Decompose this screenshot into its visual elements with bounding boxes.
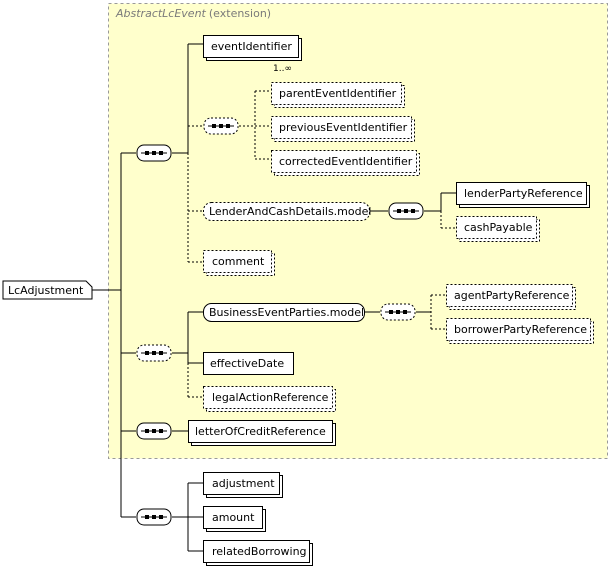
svg-text:lenderPartyReference: lenderPartyReference xyxy=(464,187,583,200)
choice-compositor-parties[interactable] xyxy=(380,303,416,321)
element-parent-event-identifier[interactable]: parentEventIdentifier xyxy=(271,82,405,108)
element-legal-action-reference[interactable]: legalActionReference xyxy=(203,386,336,412)
sequence-compositor-2[interactable] xyxy=(136,344,172,362)
element-effective-date[interactable]: effectiveDate xyxy=(203,352,294,375)
element-cash-payable[interactable]: cashPayable xyxy=(456,216,540,242)
choice-compositor[interactable] xyxy=(203,117,239,135)
svg-text:adjustment: adjustment xyxy=(212,477,275,490)
element-event-identifier[interactable]: eventIdentifier 1..∞ xyxy=(203,35,302,75)
svg-text:parentEventIdentifier: parentEventIdentifier xyxy=(279,87,397,100)
group-business-event-parties[interactable]: BusinessEventParties.model xyxy=(203,303,365,322)
element-amount[interactable]: amount xyxy=(203,506,266,532)
svg-text:legalActionReference: legalActionReference xyxy=(212,391,329,404)
sequence-compositor-3[interactable] xyxy=(136,422,172,440)
element-previous-event-identifier[interactable]: previousEventIdentifier xyxy=(271,116,415,142)
element-related-borrowing[interactable]: relatedBorrowing xyxy=(203,540,313,566)
sequence-compositor-4[interactable] xyxy=(136,508,172,526)
element-lender-party-reference[interactable]: lenderPartyReference xyxy=(456,182,590,208)
svg-text:cashPayable: cashPayable xyxy=(464,221,533,234)
svg-text:letterOfCreditReference: letterOfCreditReference xyxy=(195,425,326,438)
svg-text:LenderAndCashDetails.model: LenderAndCashDetails.model xyxy=(209,205,371,218)
svg-text:agentPartyReference: agentPartyReference xyxy=(454,289,570,302)
svg-text:comment: comment xyxy=(212,255,265,268)
extension-title: AbstractLcEvent(extension) xyxy=(115,7,271,20)
event-identifier-cardinality: 1..∞ xyxy=(273,64,292,74)
root-label: LcAdjustment xyxy=(8,284,84,297)
sequence-compositor-1[interactable] xyxy=(136,144,172,162)
root-element-lcadjustment[interactable]: LcAdjustment xyxy=(2,280,93,300)
svg-text:correctedEventIdentifier: correctedEventIdentifier xyxy=(279,155,413,168)
svg-text:borrowerPartyReference: borrowerPartyReference xyxy=(454,323,587,336)
element-corrected-event-identifier[interactable]: correctedEventIdentifier xyxy=(271,150,420,176)
svg-text:previousEventIdentifier: previousEventIdentifier xyxy=(279,121,408,134)
element-borrower-party-reference[interactable]: borrowerPartyReference xyxy=(446,318,594,344)
svg-text:effectiveDate: effectiveDate xyxy=(210,357,284,370)
svg-text:amount: amount xyxy=(212,511,255,524)
svg-text:BusinessEventParties.model: BusinessEventParties.model xyxy=(209,306,364,319)
svg-text:relatedBorrowing: relatedBorrowing xyxy=(212,545,307,558)
element-adjustment[interactable]: adjustment xyxy=(203,472,283,498)
event-identifier-label: eventIdentifier xyxy=(211,40,292,53)
element-letter-of-credit-reference[interactable]: letterOfCreditReference xyxy=(188,420,336,446)
sequence-compositor-lender[interactable] xyxy=(388,202,424,220)
element-agent-party-reference[interactable]: agentPartyReference xyxy=(446,284,576,310)
element-comment[interactable]: comment xyxy=(203,250,275,276)
group-lender-and-cash-details[interactable]: LenderAndCashDetails.model xyxy=(203,202,372,221)
